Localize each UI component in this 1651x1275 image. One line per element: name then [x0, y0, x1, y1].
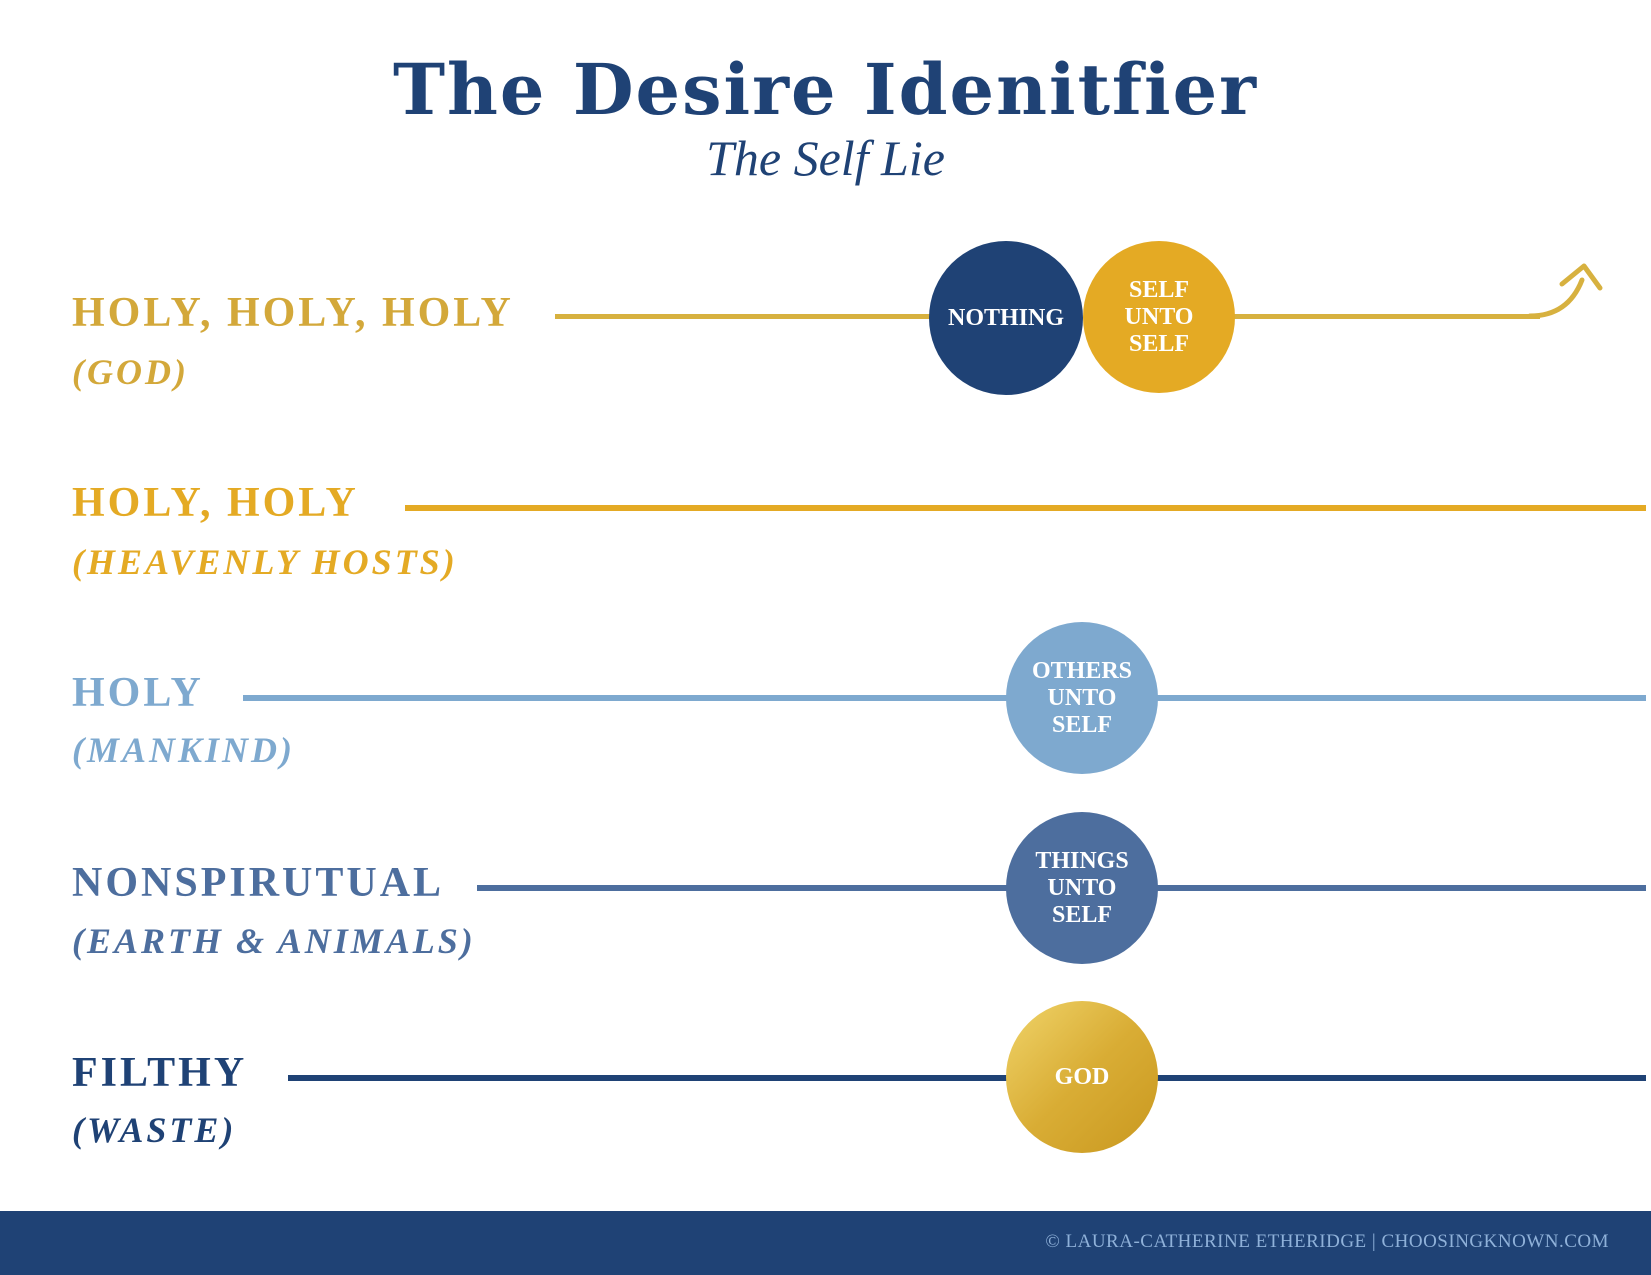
level-1-line — [555, 314, 935, 319]
curved-arrow-icon — [1527, 263, 1603, 319]
level-5-line — [288, 1075, 1646, 1081]
level-3-line — [243, 695, 1646, 701]
circle-self-unto-self: SELF UNTO SELF — [1083, 241, 1235, 393]
circle-things-unto-self: THINGS UNTO SELF — [1006, 812, 1158, 964]
level-2-line — [405, 505, 1646, 511]
level-2-group: (HEAVENLY HOSTS) — [72, 542, 458, 582]
footer-bar: © LAURA-CATHERINE ETHERIDGE | CHOOSINGKN… — [0, 1211, 1651, 1275]
footer-credit: © LAURA-CATHERINE ETHERIDGE | CHOOSINGKN… — [1045, 1231, 1609, 1252]
circle-others-unto-self: OTHERS UNTO SELF — [1006, 622, 1158, 774]
level-3-name: HOLY — [72, 670, 204, 716]
level-3-group: (MANKIND) — [72, 730, 296, 770]
level-4-name: NONSPIRUTUAL — [72, 860, 445, 906]
level-5-group: (WASTE) — [72, 1110, 237, 1150]
circle-god: GOD — [1006, 1001, 1158, 1153]
level-4-group: (EARTH & ANIMALS) — [72, 921, 476, 961]
level-5-name: FILTHY — [72, 1050, 248, 1096]
circle-nothing: NOTHING — [929, 241, 1083, 395]
level-2-name: HOLY, HOLY — [72, 480, 359, 526]
level-1-group: (GOD) — [72, 352, 189, 392]
diagram-subtitle: The Self Lie — [706, 130, 945, 186]
diagram-title: The Desire Idenitfier — [392, 48, 1259, 131]
level-1-name: HOLY, HOLY, HOLY — [72, 290, 514, 336]
level-1-line-right — [1230, 314, 1540, 319]
